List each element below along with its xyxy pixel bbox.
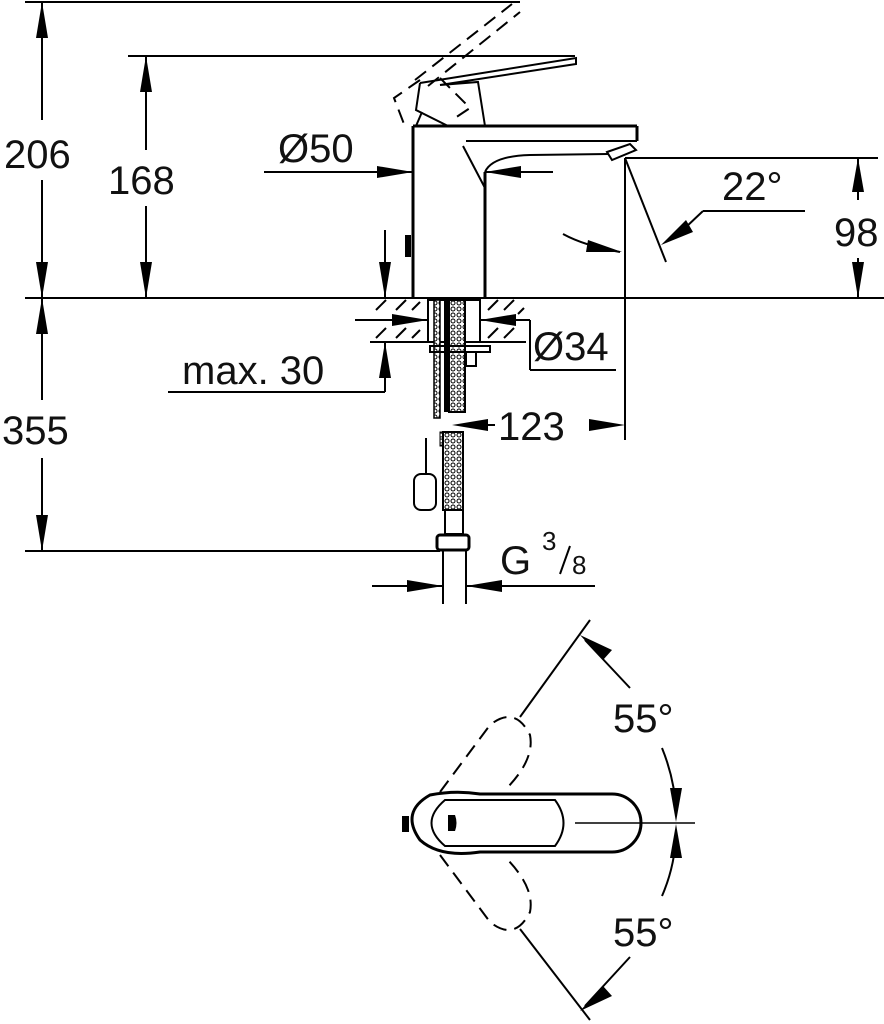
dimension-total-height: 206	[4, 2, 71, 298]
side-view: 206 168 Ø50	[2, 1, 884, 604]
dimension-body-diameter: Ø50	[264, 127, 553, 178]
dimension-max-deck-thickness: max. 30	[168, 230, 391, 393]
dimension-spout-height: 98	[834, 158, 879, 298]
dimension-lever-angle-upper: 55°	[580, 635, 682, 822]
body-diameter-label: Ø50	[278, 127, 354, 171]
dimension-connection-thread: G 3 8	[372, 526, 595, 592]
dimension-spout-reach: 123	[452, 405, 625, 449]
lever-alternate-position	[392, 3, 521, 125]
lever-alternate-positions	[439, 716, 532, 931]
max-deck-thickness-label: max. 30	[182, 349, 324, 393]
lever	[414, 56, 577, 127]
dimension-below-deck-length: 355	[2, 298, 69, 551]
dimension-hole-diameter: Ø34	[355, 314, 616, 371]
dimension-lever-height: 168	[108, 56, 175, 298]
dimension-spout-angle: 22°	[562, 157, 805, 440]
connection-thread-denominator: 8	[572, 550, 586, 580]
connection-thread-numerator: 3	[542, 526, 556, 556]
total-height-label: 206	[4, 133, 71, 177]
connection-thread-prefix: G	[500, 539, 531, 583]
angle-ray-upper	[519, 619, 591, 718]
spout-height-label: 98	[834, 211, 879, 255]
below-deck-length-label: 355	[2, 409, 69, 453]
spout-angle-label: 22°	[722, 165, 783, 209]
faucet-body	[405, 124, 639, 298]
lever-angle-upper-label: 55°	[613, 697, 674, 741]
lever-angle-lower-label: 55°	[613, 911, 674, 955]
dimension-lever-angle-lower: 55°	[580, 824, 682, 1011]
angle-ray-lower	[519, 928, 591, 1021]
top-view: 55° 55°	[402, 619, 695, 1021]
lever-top	[402, 790, 695, 855]
spout-reach-label: 123	[498, 405, 565, 449]
hole-diameter-label: Ø34	[533, 325, 609, 369]
lever-height-label: 168	[108, 159, 175, 203]
mounting-assembly	[413, 299, 491, 604]
